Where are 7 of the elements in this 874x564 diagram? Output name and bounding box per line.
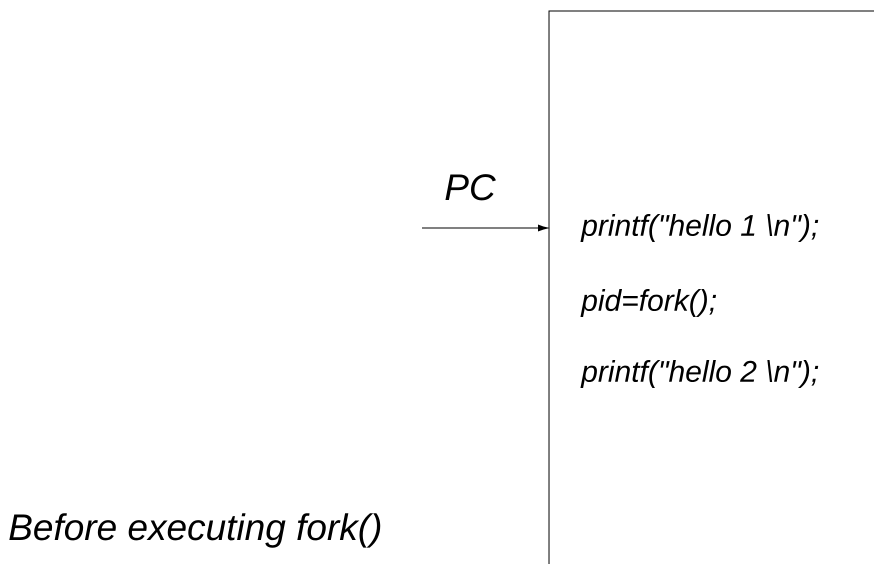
edge-label: PC — [445, 174, 496, 200]
code-line: pid=fork(); — [580, 289, 716, 317]
memory-box — [548, 10, 874, 564]
code-line: printf("hello 2 \n"); — [580, 360, 818, 388]
code-line: printf("hello 1 \n"); — [580, 214, 818, 242]
arrow — [422, 224, 548, 232]
caption: Before executing fork() — [9, 513, 380, 548]
